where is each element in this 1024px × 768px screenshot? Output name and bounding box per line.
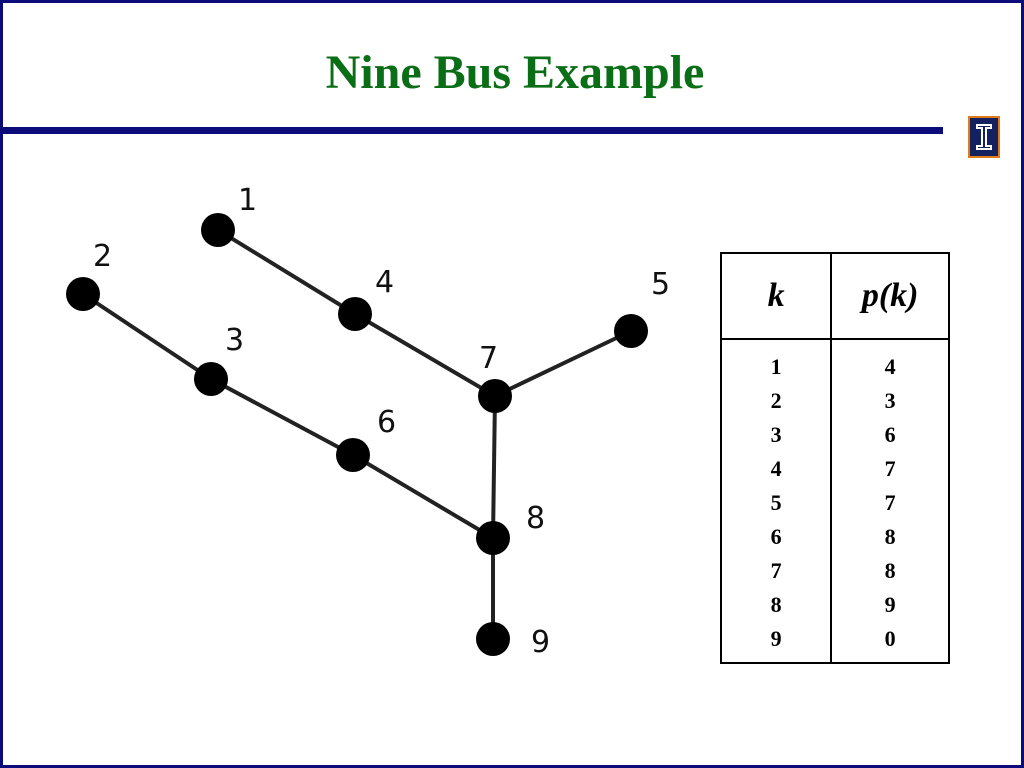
cell-pk-7: 8 xyxy=(884,558,896,583)
node-label-8: 8 xyxy=(526,501,545,536)
edge-3-6 xyxy=(209,377,355,457)
title-rule xyxy=(3,127,943,134)
diagram-nodes: 1 2 3 4 5 6 7 8 9 xyxy=(66,183,670,660)
cell-k-7: 7 xyxy=(770,558,782,583)
cell-pk-4: 7 xyxy=(884,456,896,481)
nine-bus-diagram: 1 2 3 4 5 6 7 8 9 xyxy=(66,183,670,660)
cell-k-1: 1 xyxy=(770,354,782,379)
node-label-3: 3 xyxy=(225,323,244,358)
node-8 xyxy=(476,521,510,555)
cell-k-4: 4 xyxy=(770,456,782,481)
node-label-2: 2 xyxy=(93,239,112,274)
slide-title: Nine Bus Example xyxy=(325,46,705,99)
node-4 xyxy=(338,297,372,331)
cell-pk-3: 6 xyxy=(884,422,896,447)
header-k: k xyxy=(719,252,833,340)
cell-k-3: 3 xyxy=(770,422,782,447)
node-9 xyxy=(476,622,510,656)
edge-1-4 xyxy=(216,228,357,316)
node-7 xyxy=(478,379,512,413)
node-label-7: 7 xyxy=(479,341,498,376)
edge-7-8 xyxy=(491,394,497,540)
node-1 xyxy=(201,213,235,247)
cell-pk-2: 3 xyxy=(884,388,896,413)
pk-table: k p(k) 1 2 3 4 5 6 7 8 9 4 3 xyxy=(719,252,950,664)
node-6 xyxy=(336,438,370,472)
cell-k-5: 5 xyxy=(770,490,782,515)
node-label-6: 6 xyxy=(377,405,396,440)
node-label-9: 9 xyxy=(531,625,550,660)
cell-k-6: 6 xyxy=(770,524,782,549)
cell-pk-8: 9 xyxy=(884,592,896,617)
diagram-edges xyxy=(81,228,633,641)
illinois-block-i-icon xyxy=(968,116,1000,158)
cell-k-8: 8 xyxy=(770,592,782,617)
header-pk: p(k) xyxy=(830,252,950,340)
node-3 xyxy=(194,362,228,396)
node-2 xyxy=(66,277,100,311)
pk-column: 4 3 6 7 7 8 8 9 0 xyxy=(830,339,950,663)
node-label-5: 5 xyxy=(651,267,670,302)
cell-pk-9: 0 xyxy=(884,626,896,651)
edge-5-7 xyxy=(493,329,633,398)
edge-2-3 xyxy=(81,292,213,381)
edge-6-8 xyxy=(351,453,495,540)
node-5 xyxy=(614,314,648,348)
cell-pk-1: 4 xyxy=(884,354,896,379)
cell-k-9: 9 xyxy=(770,626,782,651)
cell-pk-5: 7 xyxy=(884,490,896,515)
edge-4-7 xyxy=(353,312,497,398)
cell-k-2: 2 xyxy=(770,388,782,413)
node-label-4: 4 xyxy=(375,265,394,300)
k-column: 1 2 3 4 5 6 7 8 9 xyxy=(719,339,833,663)
cell-pk-6: 8 xyxy=(884,524,896,549)
node-label-1: 1 xyxy=(238,183,257,218)
